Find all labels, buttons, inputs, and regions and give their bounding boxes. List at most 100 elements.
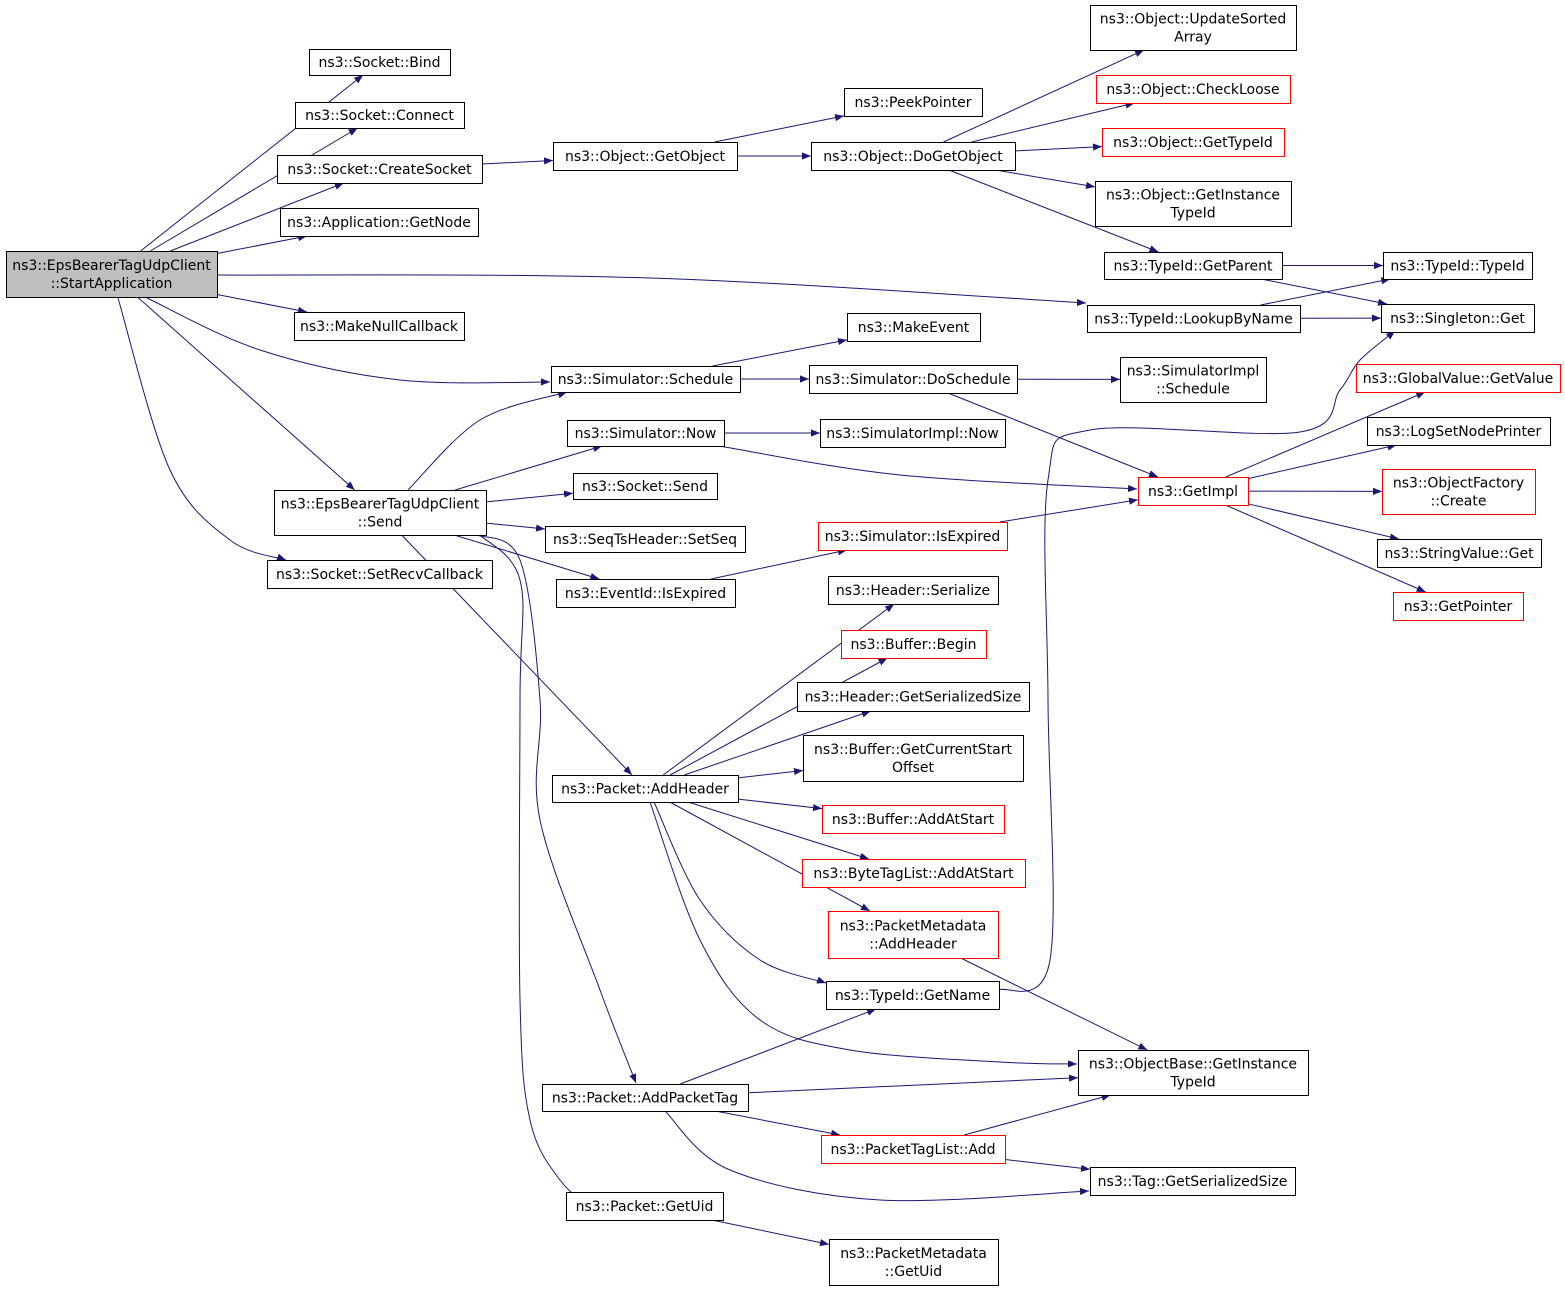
- node-label: ns3::Object::GetInstance: [1106, 188, 1280, 204]
- node-dogetobject[interactable]: ns3::Object::DoGetObject: [811, 142, 1016, 171]
- edge-dogetobject-to-updatesorted: [943, 49, 1145, 143]
- edge-dogetobject-to-checkloose: [971, 101, 1135, 143]
- node-makeevent[interactable]: ns3::MakeEvent: [847, 313, 981, 342]
- node-label: ns3::Tag::GetSerializedSize: [1098, 1174, 1288, 1190]
- node-connect[interactable]: ns3::Socket::Connect: [295, 102, 465, 129]
- node-implschedule[interactable]: ns3::SimulatorImpl::Schedule: [1120, 357, 1267, 403]
- node-simnow[interactable]: ns3::Simulator::Now: [567, 420, 725, 447]
- edge-path: [479, 534, 605, 1220]
- node-box: [295, 102, 465, 129]
- node-lognode[interactable]: ns3::LogSetNodePrinter: [1367, 417, 1551, 446]
- node-label: ns3::Socket::SetRecvCallback: [276, 567, 484, 583]
- edge-path: [1260, 278, 1388, 306]
- node-box: [828, 911, 999, 959]
- node-getname[interactable]: ns3::TypeId::GetName: [826, 981, 1000, 1010]
- node-label: ns3::PacketTagList::Add: [830, 1142, 995, 1158]
- node-sendroot[interactable]: ns3::EpsBearerTagUdpClient::Send: [274, 490, 487, 536]
- node-addpackettag[interactable]: ns3::Packet::AddPacketTag: [542, 1084, 749, 1112]
- node-label: ns3::GetImpl: [1148, 484, 1238, 500]
- node-setseq[interactable]: ns3::SeqTsHeader::SetSeq: [545, 526, 746, 553]
- node-typeidtypeid[interactable]: ns3::TypeId::TypeId: [1383, 252, 1533, 280]
- node-singleton[interactable]: ns3::Singleton::Get: [1381, 304, 1535, 333]
- node-label: ns3::TypeId::LookupByName: [1094, 312, 1292, 328]
- node-gettypeid[interactable]: ns3::Object::GetTypeId: [1102, 128, 1285, 157]
- node-label: ::StartApplication: [51, 276, 173, 292]
- node-box: [1078, 1050, 1309, 1096]
- node-label: ns3::Object::DoGetObject: [823, 149, 1003, 165]
- edge-sendroot-to-setseq: [485, 522, 546, 532]
- node-label: ns3::SimulatorImpl: [1127, 364, 1260, 380]
- node-getparent[interactable]: ns3::TypeId::GetParent: [1104, 252, 1283, 280]
- node-pmaddheader[interactable]: ns3::PacketMetadata::AddHeader: [828, 911, 999, 959]
- node-getnode[interactable]: ns3::Application::GetNode: [280, 208, 479, 237]
- edge-dogetobject-to-getinsttype: [995, 169, 1096, 189]
- node-socksend[interactable]: ns3::Socket::Send: [573, 473, 718, 500]
- edge-path: [669, 657, 888, 776]
- node-label: ns3::Buffer::AddAtStart: [832, 812, 995, 828]
- node-addheader[interactable]: ns3::Packet::AddHeader: [552, 775, 739, 803]
- node-checkloose[interactable]: ns3::Object::CheckLoose: [1096, 75, 1291, 104]
- node-hdrsize[interactable]: ns3::Header::GetSerializedSize: [797, 682, 1030, 712]
- node-label: ns3::PacketMetadata: [840, 1246, 987, 1262]
- edge-path: [669, 801, 871, 912]
- node-ptladd[interactable]: ns3::PacketTagList::Add: [821, 1135, 1006, 1164]
- node-box: [566, 1192, 724, 1221]
- node-box: [552, 775, 739, 803]
- node-label: ns3::Buffer::Begin: [850, 637, 976, 653]
- node-label: ns3::MakeNullCallback: [300, 319, 459, 335]
- node-label: ns3::StringValue::Get: [1384, 546, 1534, 562]
- edge-path: [999, 497, 1139, 523]
- node-evexpired[interactable]: ns3::EventId::IsExpired: [556, 579, 736, 608]
- node-box: [847, 313, 981, 342]
- edge-path: [146, 297, 551, 386]
- node-tagsize[interactable]: ns3::Tag::GetSerializedSize: [1090, 1167, 1296, 1196]
- node-setrecv[interactable]: ns3::Socket::SetRecvCallback: [267, 560, 493, 589]
- node-createsocket[interactable]: ns3::Socket::CreateSocket: [277, 155, 483, 184]
- node-hdrserialize[interactable]: ns3::Header::Serialize: [828, 576, 999, 605]
- node-simexpired[interactable]: ns3::Simulator::IsExpired: [818, 522, 1008, 551]
- node-label: ns3::Simulator::Schedule: [558, 372, 734, 388]
- node-schedule[interactable]: ns3::Simulator::Schedule: [551, 366, 741, 393]
- edge-addheader-to-pmaddheader: [669, 801, 871, 912]
- node-root[interactable]: ns3::EpsBearerTagUdpClient::StartApplica…: [6, 251, 218, 298]
- node-globalvalue[interactable]: ns3::GlobalValue::GetValue: [1356, 364, 1561, 393]
- node-bind[interactable]: ns3::Socket::Bind: [309, 49, 451, 76]
- node-getpointer[interactable]: ns3::GetPointer: [1393, 592, 1524, 621]
- edge-root-to-makenull: [216, 294, 308, 314]
- node-peekpointer[interactable]: ns3::PeekPointer: [844, 88, 983, 117]
- node-lookupbyname[interactable]: ns3::TypeId::LookupByName: [1087, 305, 1301, 333]
- node-box: [822, 805, 1005, 834]
- node-doschedule[interactable]: ns3::Simulator::DoSchedule: [809, 365, 1018, 394]
- edge-root-to-createsocket: [170, 182, 344, 252]
- edge-addpackettag-to-obinsttype: [747, 1074, 1079, 1094]
- edge-path: [960, 957, 1148, 1051]
- node-bufaddstart[interactable]: ns3::Buffer::AddAtStart: [822, 805, 1005, 834]
- node-getimpl[interactable]: ns3::GetImpl: [1138, 477, 1249, 506]
- node-getobject[interactable]: ns3::Object::GetObject: [553, 142, 738, 171]
- node-label: ns3::Object::GetTypeId: [1113, 135, 1273, 151]
- node-box: [818, 522, 1008, 551]
- node-box: [1120, 357, 1267, 403]
- node-stringvalue[interactable]: ns3::StringValue::Get: [1377, 539, 1542, 568]
- edge-getimpl-to-getpointer: [1225, 504, 1426, 593]
- node-getuid[interactable]: ns3::Packet::GetUid: [566, 1192, 724, 1221]
- node-box: [553, 142, 738, 171]
- node-box: [1090, 1167, 1296, 1196]
- edge-path: [737, 798, 823, 812]
- node-implnow[interactable]: ns3::SimulatorImpl::Now: [820, 419, 1006, 448]
- edge-path: [216, 234, 308, 254]
- node-bufbegin[interactable]: ns3::Buffer::Begin: [841, 630, 987, 659]
- node-bytetag[interactable]: ns3::ByteTagList::AddAtStart: [802, 859, 1026, 888]
- node-makenull[interactable]: ns3::MakeNullCallback: [294, 312, 465, 341]
- node-pmgetuid[interactable]: ns3::PacketMetadata::GetUid: [829, 1239, 999, 1286]
- node-objfactory[interactable]: ns3::ObjectFactory::Create: [1382, 469, 1536, 515]
- edge-addheader-to-bufstart: [737, 767, 804, 779]
- edge-addheader-to-getname: [653, 801, 827, 984]
- node-label: ns3::PeekPointer: [855, 95, 972, 111]
- edge-path: [1004, 1159, 1091, 1172]
- edge-path: [454, 445, 603, 491]
